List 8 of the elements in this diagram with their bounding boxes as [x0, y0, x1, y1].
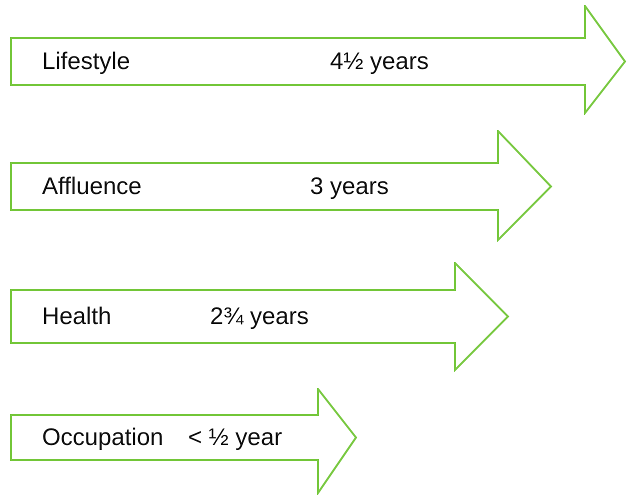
value-label: < ½ year: [188, 424, 282, 452]
category-label: Lifestyle: [42, 48, 130, 76]
value-label: 2¾ years: [210, 302, 309, 330]
category-label: Health: [42, 302, 112, 330]
value-label: 4½ years: [330, 48, 429, 76]
category-label: Occupation: [42, 424, 164, 452]
category-label: Affluence: [42, 172, 142, 200]
value-label: 3 years: [310, 172, 389, 200]
